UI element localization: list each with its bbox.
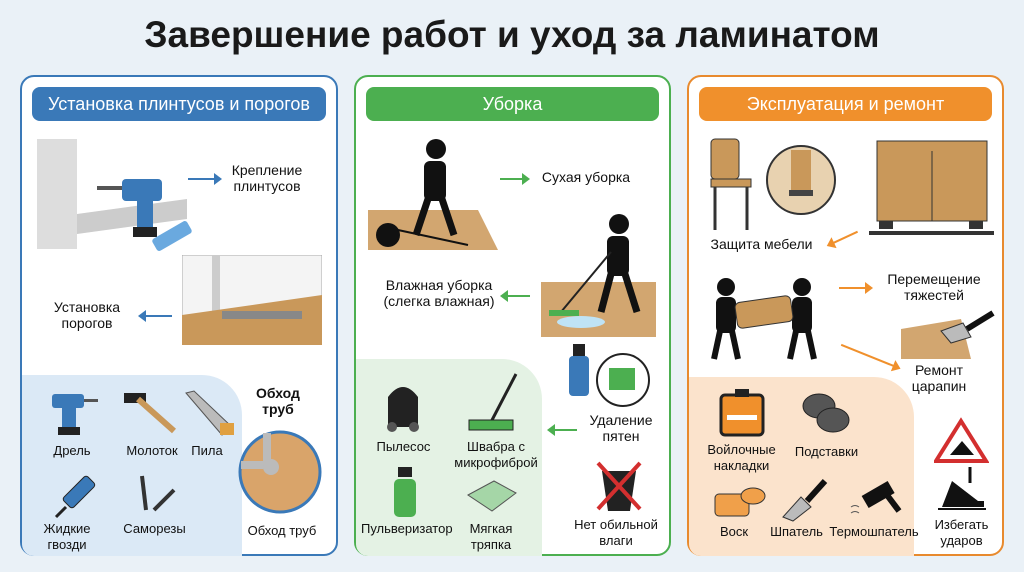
arrow-icon: [840, 343, 898, 369]
tool-label: Саморезы: [123, 521, 186, 536]
label-pipes-arrow: Обход труб: [256, 385, 300, 417]
label-pipes: Обход труб: [247, 523, 317, 538]
arrow-icon: [500, 290, 530, 302]
threshold-icon: [182, 255, 322, 345]
felt-pads-icon: [719, 389, 765, 437]
drill-icon: [52, 394, 98, 435]
label-furniture: Защита мебели: [710, 236, 813, 252]
panel-header: Уборка: [366, 87, 659, 121]
cloth-icon: [467, 480, 517, 512]
wax-icon: [714, 487, 766, 517]
label-heels: Избегать ударов: [934, 517, 989, 548]
tool-label: Пылесос: [376, 439, 431, 454]
tool-label: Войлочные накладки: [707, 442, 776, 473]
hammer-icon: [124, 393, 176, 434]
arrow-icon: [547, 424, 577, 436]
panel-maintenance: Эксплуатация и ремонт Защита мебели Пере…: [687, 75, 1004, 556]
tool-label: Воск: [719, 524, 749, 539]
label-dry: Сухая уборка: [541, 169, 631, 185]
coasters-icon: [802, 393, 850, 433]
tool-label: Молоток: [126, 443, 178, 458]
tool-label: Мягкая тряпка: [469, 521, 513, 552]
tool-label: Термошпатель: [829, 524, 919, 539]
arrow-icon: [839, 282, 873, 294]
tool-label: Швабра с микрофиброй: [454, 439, 538, 470]
glue-tube-icon: [152, 221, 192, 251]
mopping-person-icon: [541, 214, 656, 337]
moving-sofa-icon: [711, 278, 817, 360]
tool-label: Шпатель: [770, 524, 823, 539]
arrow-icon: [188, 173, 222, 185]
pipe-bypass-icon: [238, 430, 322, 514]
tool-label: Подставки: [794, 444, 859, 459]
screws-icon: [140, 475, 176, 512]
no-bucket-icon: [596, 461, 642, 511]
tool-label: Пульверизатор: [361, 521, 453, 536]
spray-bottle-icon: [394, 467, 416, 517]
cabinet-icon: [869, 140, 994, 235]
mop-icon: [468, 373, 518, 431]
chair-leg-icon: [710, 138, 836, 230]
putty-knife-icon: [782, 478, 828, 522]
label-scratches: Ремонт царапин: [911, 362, 967, 394]
avoid-impacts-icon: [934, 417, 989, 510]
label-stains: Удаление пятен: [589, 412, 653, 444]
label-no-water: Нет обильной влаги: [574, 517, 658, 548]
caulk-gun-icon: [54, 475, 96, 519]
heat-gun-icon: [850, 480, 902, 514]
panel-header: Эксплуатация и ремонт: [699, 87, 992, 121]
baseboard-drill-icon: [37, 139, 187, 249]
panel-header: Установка плинтусов и порогов: [32, 87, 326, 121]
vacuum-icon: [387, 387, 419, 432]
panel-cleaning: Уборка Сухая уборка Влажная уборка (слег…: [354, 75, 671, 556]
arrow-icon: [500, 173, 530, 185]
arrow-icon: [138, 310, 172, 322]
vacuuming-person-icon: [368, 139, 498, 250]
label-fastening: Крепление плинтусов: [231, 162, 303, 194]
label-moving: Перемещение тяжестей: [887, 271, 981, 303]
saw-icon: [185, 390, 234, 436]
tool-label: Жидкие гвозди: [43, 521, 91, 552]
tool-label: Дрель: [53, 443, 91, 458]
stain-removal-icon: [569, 344, 650, 407]
label-wet: Влажная уборка (слегка влажная): [383, 277, 495, 309]
label-thresholds: Установка порогов: [53, 299, 121, 331]
panel-installation: Установка плинтусов и порогов Крепление …: [20, 75, 338, 556]
tool-label: Пила: [191, 443, 223, 458]
scratch-repair-icon: [901, 310, 995, 359]
page-title: Завершение работ и уход за ламинатом: [144, 14, 880, 55]
tools-area: [356, 359, 542, 556]
